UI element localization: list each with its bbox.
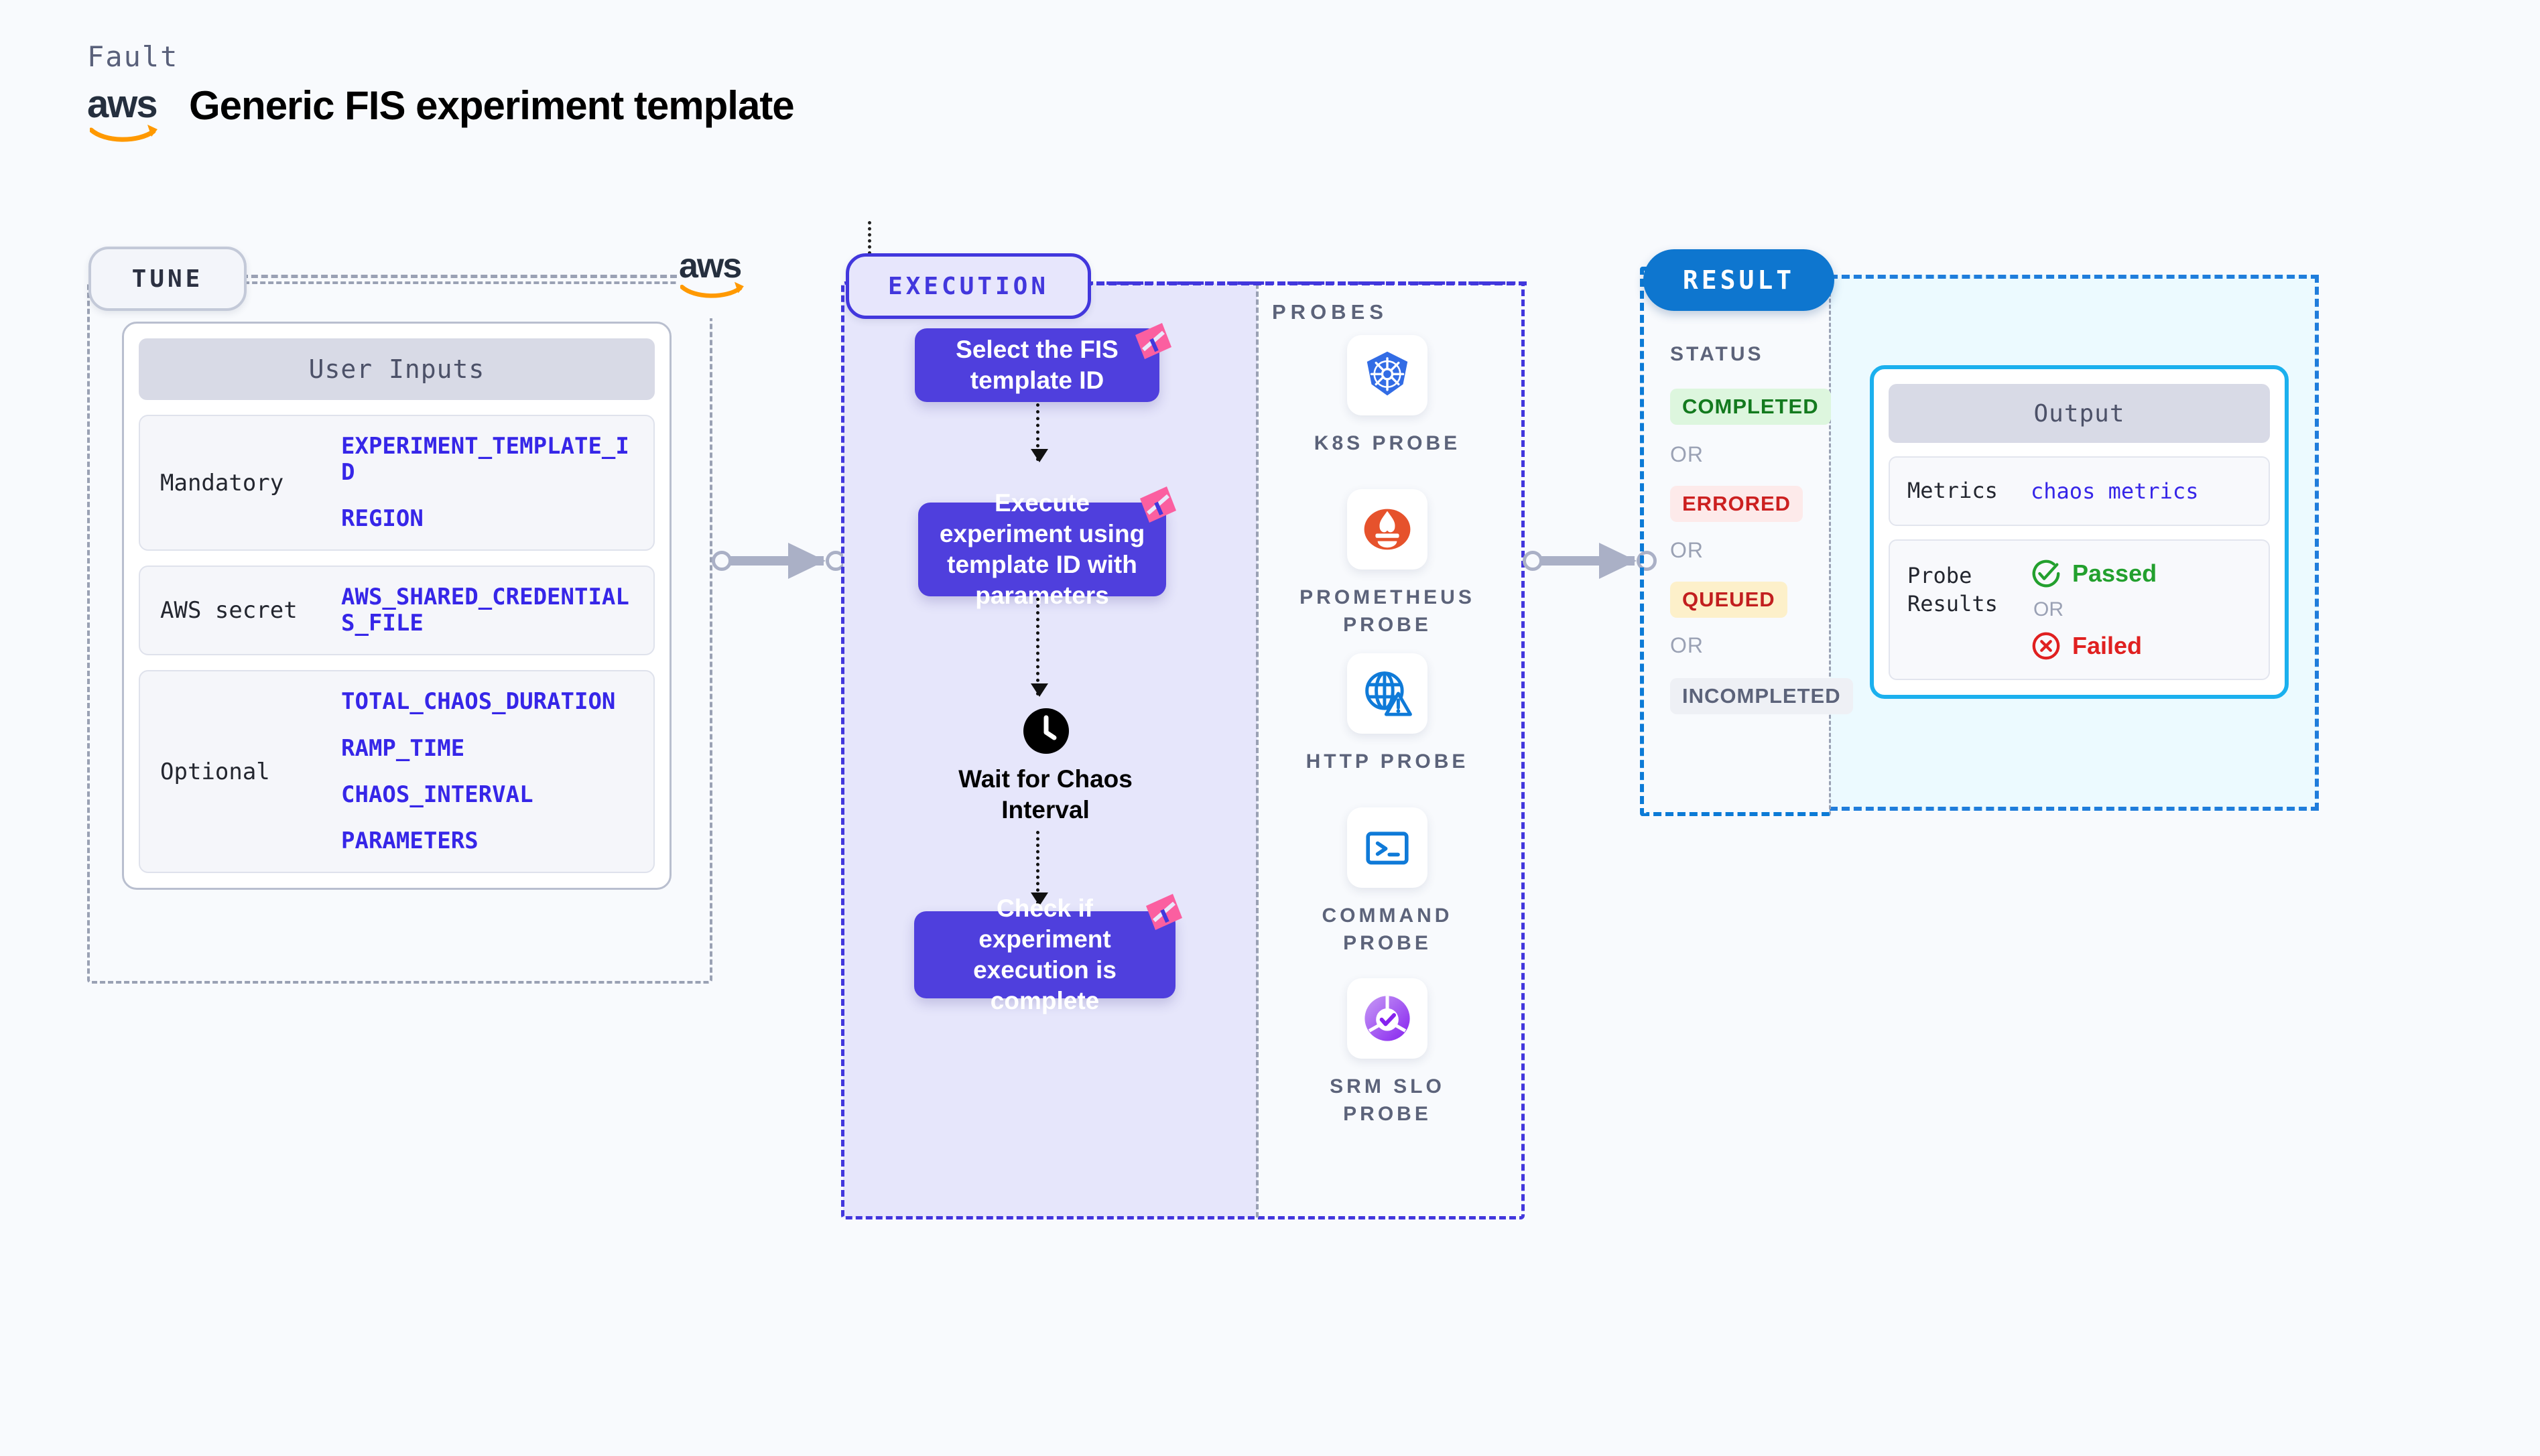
param-value: CHAOS_INTERVAL <box>341 781 533 808</box>
probe-item-http[interactable]: HTTP PROBE <box>1287 653 1488 776</box>
param-value: REGION <box>341 505 424 533</box>
terminal-icon <box>1366 832 1409 865</box>
wait-node-label: Wait for Chaos Interval <box>958 765 1133 824</box>
user-inputs-card: User Inputs Mandatory EXPERIMENT_TEMPLAT… <box>122 322 672 890</box>
metrics-value: chaos metrics <box>2031 478 2199 504</box>
status-badge-errored: ERRORED <box>1670 486 1803 522</box>
param-value: RAMP_TIME <box>341 734 465 762</box>
aws-wordmark: aws <box>87 82 158 126</box>
probes-divider <box>1256 283 1259 1217</box>
probe-item-k8s[interactable]: K8S PROBE <box>1287 335 1488 458</box>
probe-label: PROMETHEUS PROBE <box>1299 586 1475 636</box>
execution-step-check-complete[interactable]: Check if experiment execution is complet… <box>914 895 1176 1014</box>
probe-tile <box>1347 807 1427 888</box>
probes-section-label: PROBES <box>1272 300 1388 324</box>
output-row-metrics: Metrics chaos metrics <box>1889 456 2270 526</box>
param-group-optional: Optional TOTAL_CHAOS_DURATION RAMP_TIME … <box>139 670 655 873</box>
user-inputs-title: User Inputs <box>139 338 655 400</box>
or-separator: OR <box>1670 633 1704 657</box>
probe-label: K8S PROBE <box>1314 432 1461 454</box>
tab-result[interactable]: RESULT <box>1643 249 1834 311</box>
flow-arrow-3 <box>1031 831 1048 906</box>
param-group-label: AWS secret <box>160 597 298 624</box>
http-globe-warning-icon <box>1365 671 1412 716</box>
status-badge-label: INCOMPLETED <box>1682 684 1841 708</box>
prometheus-icon <box>1364 509 1411 550</box>
probe-tile <box>1347 978 1427 1059</box>
connector-tune-to-execution <box>712 543 846 579</box>
x-circle-icon <box>2032 632 2060 660</box>
tab-execution-label: EXECUTION <box>887 272 1050 300</box>
amazon-swoosh-icon <box>90 125 157 142</box>
probe-label: COMMAND PROBE <box>1322 905 1453 954</box>
execution-step-label: Execute experiment using template ID wit… <box>939 488 1145 610</box>
output-row-probe-results: Probe Results Passed OR Failed <box>1889 539 2270 680</box>
param-group-label: Mandatory <box>160 469 284 497</box>
output-row-label: Metrics <box>1907 478 1998 504</box>
eyebrow-label: Fault <box>87 40 179 73</box>
param-value: AWS_SHARED_CREDENTIALS_FILE <box>341 584 629 637</box>
status-badge-label: ERRORED <box>1682 492 1791 515</box>
connector-start-dot <box>1523 551 1543 571</box>
connector-execution-to-result <box>1523 543 1657 579</box>
output-row-label: Probe Results <box>1907 563 1998 616</box>
param-group-aws-secret: AWS secret AWS_SHARED_CREDENTIALS_FILE <box>139 566 655 656</box>
check-circle-icon <box>2032 559 2060 588</box>
probe-result-failed-label: Failed <box>2072 632 2143 659</box>
output-card: Output Metrics chaos metrics Probe Resul… <box>1870 365 2289 699</box>
param-value: EXPERIMENT_TEMPLATE_ID <box>341 433 629 486</box>
probe-item-command[interactable]: COMMAND PROBE <box>1287 807 1488 957</box>
probe-tile <box>1347 653 1427 734</box>
aws-logo: aws <box>87 82 166 142</box>
connector-arrowhead <box>1599 543 1637 579</box>
probe-label: HTTP PROBE <box>1306 750 1469 773</box>
execution-tick-mark <box>868 221 871 255</box>
probe-tile <box>1347 335 1427 415</box>
tune-amazon-swoosh-icon <box>680 281 744 298</box>
param-value: TOTAL_CHAOS_DURATION <box>341 688 616 716</box>
tune-aws-logo: aws <box>677 238 756 318</box>
probe-label: SRM SLO PROBE <box>1330 1075 1445 1125</box>
tab-execution[interactable]: EXECUTION <box>846 253 1091 319</box>
status-badge-label: QUEUED <box>1682 588 1775 611</box>
tune-aws-wordmark: aws <box>679 247 742 285</box>
execution-step-select-template[interactable]: Select the FIS template ID <box>915 328 1159 402</box>
probe-item-prometheus[interactable]: PROMETHEUS PROBE <box>1287 489 1488 639</box>
flow-arrow-1 <box>1031 403 1048 462</box>
probe-result-passed: Passed <box>2031 558 2269 589</box>
srm-slo-icon <box>1364 996 1410 1041</box>
param-group-label: Optional <box>160 758 270 785</box>
page-header: Fault aws Generic FIS experiment templat… <box>87 40 795 142</box>
tab-tune[interactable]: TUNE <box>88 247 247 311</box>
execution-step-label: Select the FIS template ID <box>956 335 1119 394</box>
probe-tile <box>1347 489 1427 570</box>
connector-start-dot <box>712 551 732 571</box>
execution-step-label: Check if experiment execution is complet… <box>973 894 1117 1015</box>
page-title: Generic FIS experiment template <box>189 83 795 128</box>
tab-tune-label: TUNE <box>131 265 204 293</box>
clock-icon <box>1023 708 1069 754</box>
probe-result-failed: Failed <box>2031 631 2269 661</box>
param-group-mandatory: Mandatory EXPERIMENT_TEMPLATE_ID REGION <box>139 415 655 551</box>
connector-arrowhead <box>788 543 826 579</box>
or-separator: OR <box>1670 538 1704 562</box>
kubernetes-icon <box>1367 351 1408 396</box>
param-value: PARAMETERS <box>341 827 479 854</box>
tab-result-label: RESULT <box>1682 265 1795 295</box>
execution-dashed-connector <box>1084 281 1527 285</box>
probe-result-passed-label: Passed <box>2072 559 2157 587</box>
status-section-label: STATUS <box>1670 343 1764 365</box>
flow-arrow-2 <box>1031 598 1048 697</box>
output-title: Output <box>1889 384 2270 443</box>
tune-dashed-connector <box>241 275 677 278</box>
or-separator: OR <box>2033 598 2063 620</box>
probe-item-srm-slo[interactable]: SRM SLO PROBE <box>1287 978 1488 1128</box>
status-badge-label: COMPLETED <box>1682 395 1819 418</box>
execution-step-execute-experiment[interactable]: Execute experiment using template ID wit… <box>918 489 1166 609</box>
status-badge-queued: QUEUED <box>1670 582 1787 618</box>
status-badge-incompleted: INCOMPLETED <box>1670 678 1853 714</box>
or-separator: OR <box>1670 442 1704 466</box>
status-badge-completed: COMPLETED <box>1670 389 1831 425</box>
tune-stage-panel <box>87 281 712 984</box>
